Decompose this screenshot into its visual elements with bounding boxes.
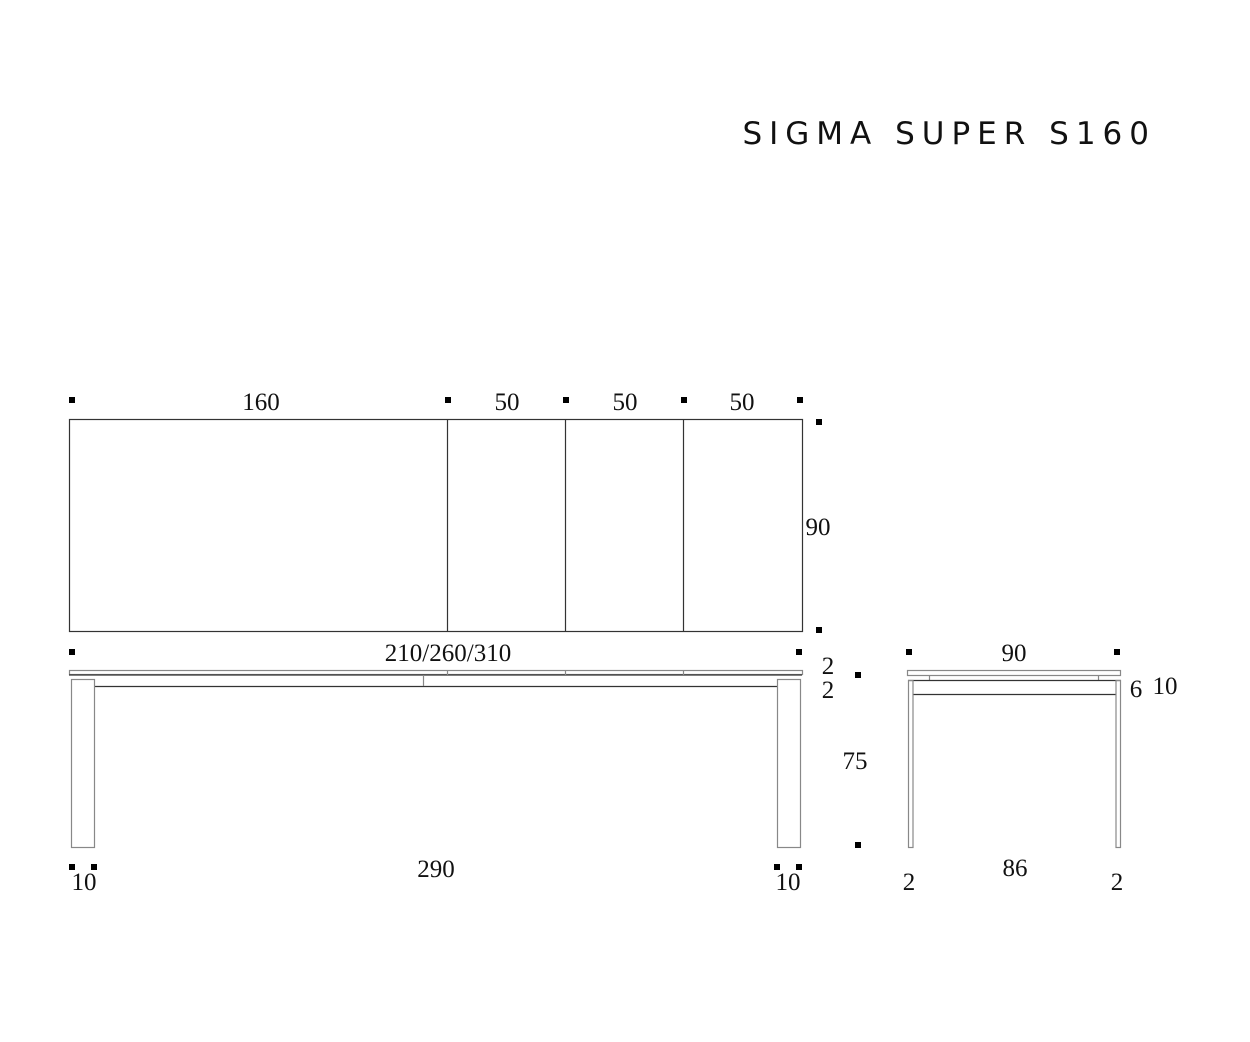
dim-apron-b: 10 [1153, 673, 1178, 700]
dimension-marker [774, 864, 780, 870]
dimension-marker [69, 864, 75, 870]
dim-extension-3: 50 [730, 389, 755, 416]
dim-main-length: 160 [242, 389, 280, 416]
leg-left [70, 678, 96, 849]
dimension-marker [906, 649, 912, 655]
tabletop-outline [68, 418, 804, 633]
side-view: 210/260/310 2 2 75 290 10 10 [68, 640, 868, 896]
dimension-marker [855, 842, 861, 848]
dim-extension-2: 50 [613, 389, 638, 416]
dim-height: 75 [843, 748, 868, 775]
dimension-marker [855, 672, 861, 678]
dimension-marker [1114, 649, 1120, 655]
dim-width: 90 [1002, 640, 1027, 667]
tabletop-edge [68, 669, 804, 676]
top-view: 160 50 50 50 90 [68, 389, 831, 633]
dimension-marker [91, 864, 97, 870]
dim-length-options: 210/260/310 [385, 640, 511, 667]
dim-extension-1: 50 [495, 389, 520, 416]
dimension-marker [681, 397, 687, 403]
leg-right [776, 678, 802, 849]
dimension-marker [796, 649, 802, 655]
dimension-marker [445, 397, 451, 403]
product-title: SIGMA SUPER S160 [742, 116, 1156, 152]
dimension-marker [563, 397, 569, 403]
dimension-marker [816, 627, 822, 633]
dim-leg-right: 10 [776, 869, 801, 896]
dimension-marker [796, 864, 802, 870]
dim-depth: 90 [806, 514, 831, 541]
dimension-marker [69, 397, 75, 403]
dim-apron-thickness: 2 [822, 677, 835, 704]
dimension-marker [797, 397, 803, 403]
dim-leg-left: 10 [72, 869, 97, 896]
leg-left [907, 679, 914, 849]
dim-top-thickness: 2 [822, 653, 835, 680]
dim-leg-left: 2 [903, 869, 916, 896]
dimension-marker [816, 419, 822, 425]
dimension-marker [69, 649, 75, 655]
dim-leg-right: 2 [1111, 869, 1124, 896]
dim-inner-span: 86 [1003, 855, 1028, 882]
end-view: 90 6 10 86 2 2 [903, 640, 1178, 896]
tabletop-edge [906, 669, 1122, 677]
leg-right [1115, 679, 1122, 849]
dim-apron-a: 6 [1130, 676, 1143, 703]
dim-inner-span: 290 [417, 856, 455, 883]
